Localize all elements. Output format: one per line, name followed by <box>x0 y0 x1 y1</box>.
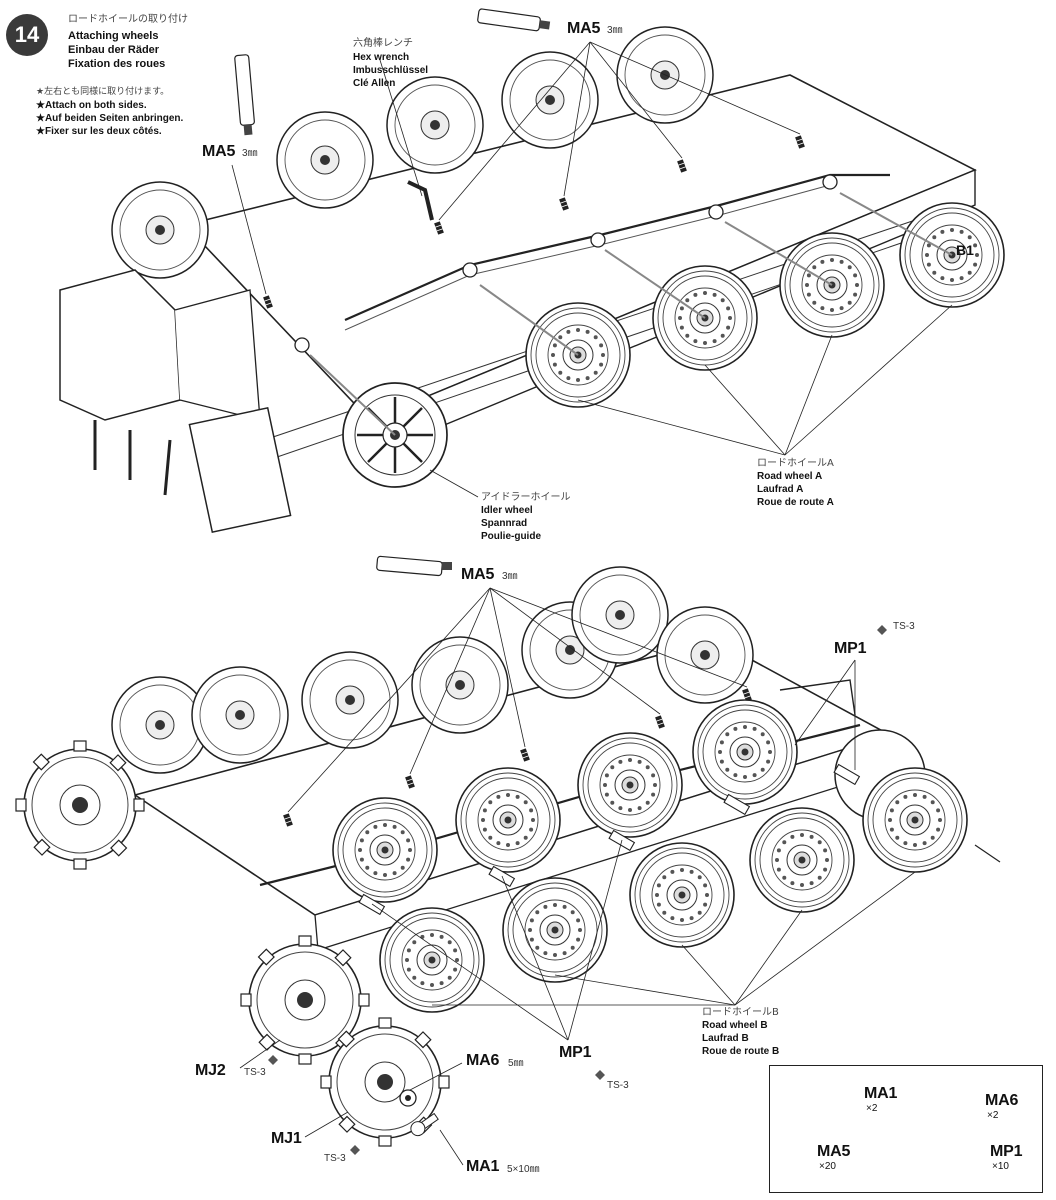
callout-ts3-mj1: TS-3 <box>324 1153 346 1164</box>
callout-ma5-mid-size: 3㎜ <box>502 571 518 582</box>
idler-wheel-ja: アイドラーホイール <box>481 492 571 503</box>
step-title-de: Einbau der Räder <box>68 44 160 56</box>
note-fr: ★Fixer sur les deux côtés. <box>36 126 162 137</box>
road-wheel-a-fr: Roue de route A <box>757 497 834 508</box>
road-wheel-b-fr: Roue de route B <box>702 1046 780 1057</box>
callout-ma5-top: MA5 <box>567 20 601 37</box>
road-wheel-b-ja: ロードホイールB <box>702 1007 779 1018</box>
step-number: 14 <box>14 22 40 47</box>
callout-ma1-size: 5×10㎜ <box>507 1164 540 1175</box>
note-ja: ★左右とも同様に取り付けます。 <box>36 87 170 97</box>
idler-wheel-de: Spannrad <box>481 518 528 529</box>
hex-wrench-en: Hex wrench <box>353 52 410 63</box>
callout-mj2: MJ2 <box>195 1062 226 1079</box>
callout-ma5-mid: MA5 <box>461 566 495 583</box>
callout-ma5-top-size: 3㎜ <box>607 25 623 36</box>
parts-mp1-qty: ×10 <box>992 1161 1009 1172</box>
callout-ma1: MA1 <box>466 1158 500 1175</box>
callout-mp1-bottom: MP1 <box>559 1044 592 1061</box>
hex-wrench-fr: Clé Allen <box>353 78 396 89</box>
step-title-en: Attaching wheels <box>68 30 159 42</box>
parts-ma5-qty: ×20 <box>819 1161 836 1172</box>
parts-ma6-name: MA6 <box>985 1092 1019 1109</box>
callout-ts3-mp1: TS-3 <box>607 1080 629 1091</box>
hex-wrench-ja: 六角棒レンチ <box>353 38 413 49</box>
callout-ma6-size: 5㎜ <box>508 1058 524 1069</box>
road-wheel-b-de: Laufrad B <box>702 1033 749 1044</box>
callout-ts3-top: TS-3 <box>893 621 915 632</box>
callout-mp1-top: MP1 <box>834 640 867 657</box>
step-number-badge: 14 <box>6 14 48 56</box>
callout-ts3-mj2: TS-3 <box>244 1067 266 1078</box>
parts-ma5-name: MA5 <box>817 1143 851 1160</box>
idler-wheel-en: Idler wheel <box>481 505 533 516</box>
road-wheel-a-en: Road wheel A <box>757 471 823 482</box>
parts-ma6-qty: ×2 <box>987 1110 999 1121</box>
parts-ma1-qty: ×2 <box>866 1103 878 1114</box>
note-en: ★Attach on both sides. <box>36 100 147 111</box>
road-wheel-a-de: Laufrad A <box>757 484 804 495</box>
note-de: ★Auf beiden Seiten anbringen. <box>36 113 184 124</box>
step-title-fr: Fixation des roues <box>68 58 166 70</box>
callout-ma5-left-size: 3㎜ <box>242 148 258 159</box>
hex-wrench-de: Imbusschlüssel <box>353 65 429 76</box>
parts-list-box <box>769 1065 1043 1193</box>
callout-ma5-left: MA5 <box>202 143 236 160</box>
parts-ma1-name: MA1 <box>864 1085 898 1102</box>
callout-ma6: MA6 <box>466 1052 500 1069</box>
road-wheel-b-en: Road wheel B <box>702 1020 768 1031</box>
road-wheel-a-ja: ロードホイールA <box>757 458 834 469</box>
callout-mj1: MJ1 <box>271 1130 302 1147</box>
idler-wheel-fr: Poulie-guide <box>481 531 541 542</box>
callout-b1: B1 <box>956 242 974 258</box>
step-title-ja: ロードホイールの取り付け <box>68 14 188 25</box>
parts-mp1-name: MP1 <box>990 1143 1023 1160</box>
